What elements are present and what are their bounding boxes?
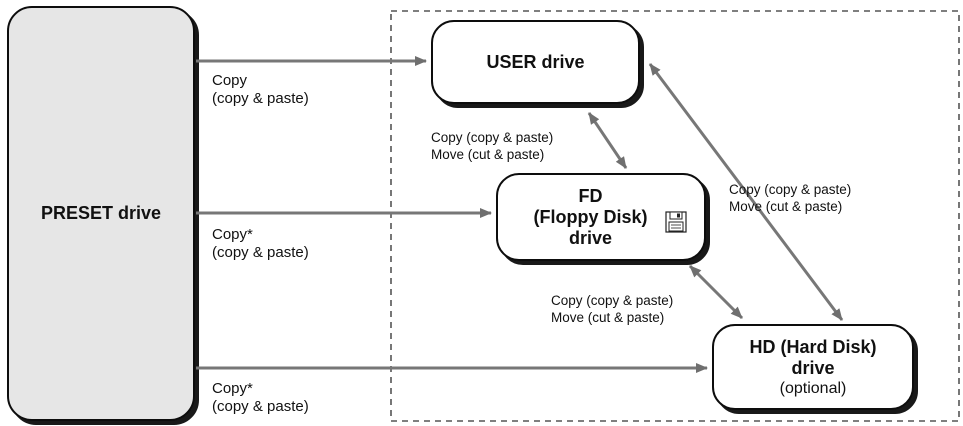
label-fd-hd: Copy (copy & paste) Move (cut & paste)	[551, 292, 673, 326]
label-line: Move (cut & paste)	[431, 147, 545, 162]
label-line: Copy (copy & paste)	[431, 130, 554, 145]
arrow-user-hd	[648, 63, 844, 321]
label-preset-to-user: Copy (copy & paste)	[212, 72, 309, 108]
arrow-fd-hd	[688, 264, 744, 320]
fd-drive-title-line3: drive	[568, 227, 613, 248]
label-line: Move (cut & paste)	[551, 310, 665, 325]
hd-drive-label: HD (Hard Disk) drive (optional)	[713, 325, 913, 409]
label-line: (copy & paste)	[212, 244, 309, 261]
label-line: Copy*	[212, 226, 253, 243]
hd-drive-title-line1: HD (Hard Disk)	[749, 336, 877, 357]
label-line: Copy (copy & paste)	[729, 182, 852, 197]
label-user-hd: Copy (copy & paste) Move (cut & paste)	[729, 181, 851, 215]
user-drive-label: USER drive	[432, 21, 639, 103]
user-drive-box	[431, 20, 640, 104]
fd-drive-title-line1: FD	[578, 185, 603, 206]
label-line: Move (cut & paste)	[729, 199, 843, 214]
hd-drive-box	[712, 324, 914, 410]
fd-drive-label: FD (Floppy Disk) drive	[497, 174, 663, 260]
label-preset-to-hd: Copy* (copy & paste)	[212, 380, 309, 416]
preset-drive-box	[7, 6, 195, 421]
user-drive-title: USER drive	[486, 51, 585, 72]
destination-region	[390, 10, 960, 422]
label-line: (copy & paste)	[212, 398, 309, 415]
label-user-fd: Copy (copy & paste) Move (cut & paste)	[431, 129, 553, 163]
preset-drive-title: PRESET drive	[40, 203, 162, 223]
label-line: Copy*	[212, 380, 253, 397]
label-line: (copy & paste)	[212, 90, 309, 107]
label-line: Copy (copy & paste)	[551, 293, 674, 308]
label-preset-to-fd: Copy* (copy & paste)	[212, 226, 309, 262]
preset-drive-label: PRESET drive	[8, 7, 194, 420]
arrow-user-fd	[587, 112, 628, 169]
hd-drive-title-line2: drive	[791, 357, 835, 378]
floppy-disk-icon	[665, 211, 687, 233]
hd-drive-note: (optional)	[779, 379, 847, 397]
fd-drive-title-line2: (Floppy Disk)	[533, 206, 648, 227]
label-line: Copy	[212, 72, 248, 89]
